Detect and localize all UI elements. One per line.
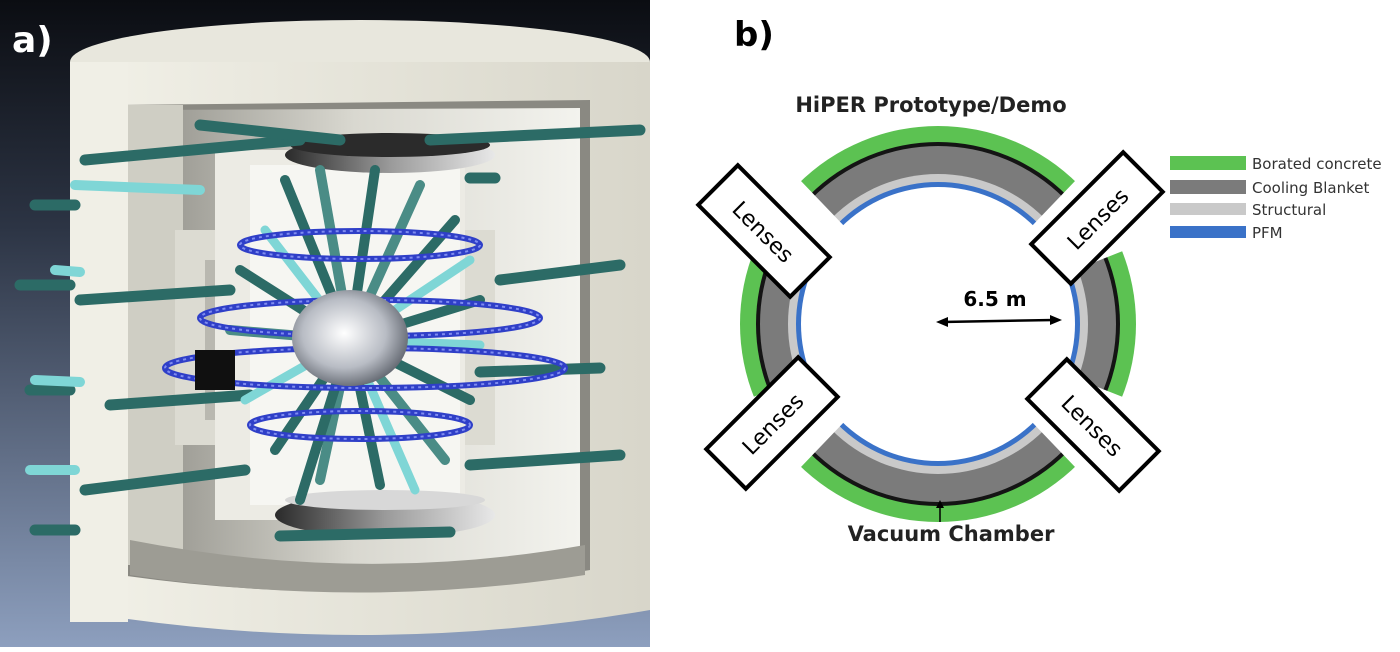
legend-item-structural: Structural — [1170, 201, 1326, 219]
radius-arrow — [936, 315, 1062, 327]
legend-item-cooling-blanket: Cooling Blanket — [1170, 179, 1369, 197]
vacuum-chamber-label: Vacuum Chamber — [848, 522, 1056, 546]
panel-b-label: b) — [734, 15, 774, 55]
panel-a-label: a) — [12, 20, 53, 61]
reactor-3d-render: a) — [0, 0, 650, 647]
svg-text:PFM: PFM — [1252, 224, 1283, 242]
vacuum-chamber-pointer — [936, 500, 944, 522]
lens-port-top-right: Lenses — [938, 149, 1166, 324]
svg-text:Borated concrete: Borated concrete — [1252, 155, 1382, 173]
svg-text:Cooling Blanket: Cooling Blanket — [1252, 179, 1369, 197]
panel-b: b) HiPER Prototype/Demo Lenses — [650, 0, 1400, 647]
radius-label: 6.5 m — [963, 287, 1026, 311]
lens-port-bottom-right: Lenses — [938, 324, 1162, 494]
left-wall-section — [70, 62, 128, 622]
outer-beam-tubes — [14, 119, 646, 542]
legend-item-pfm: PFM — [1170, 224, 1283, 242]
coil-rings — [162, 228, 568, 442]
beam-box — [195, 350, 235, 390]
diagram-title: HiPER Prototype/Demo — [795, 93, 1066, 117]
lens-port-bottom-left: Lenses — [703, 324, 938, 492]
legend: Borated concrete Cooling Blanket Structu… — [1170, 155, 1382, 242]
svg-text:Structural: Structural — [1252, 201, 1326, 219]
target-chamber-sphere — [292, 290, 408, 386]
lens-port-top-left: Lenses — [695, 162, 938, 324]
outer-beam-tubes-light — [25, 180, 205, 475]
panel-a: a) — [0, 0, 650, 647]
cross-section-diagram: b) HiPER Prototype/Demo Lenses — [695, 15, 1382, 546]
legend-item-borated-concrete: Borated concrete — [1170, 155, 1382, 173]
